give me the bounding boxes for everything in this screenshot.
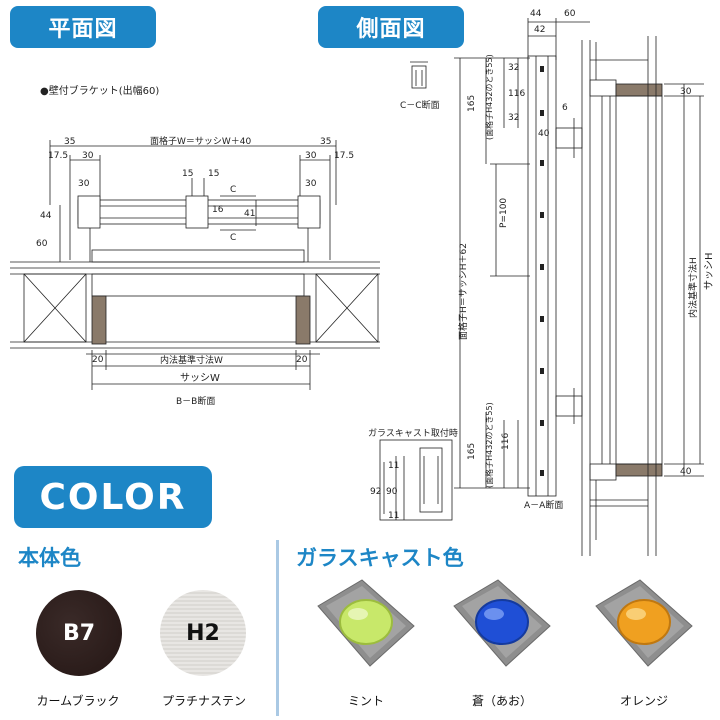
plan-sash-w: サッシW — [180, 372, 220, 384]
side-dim-60: 60 — [564, 9, 576, 19]
plan-dim-15-b: 15 — [208, 169, 219, 179]
side-dim-44: 44 — [530, 9, 542, 19]
plan-dim-16: 16 — [212, 205, 224, 215]
body-color-swatch-h2: H2 — [160, 590, 246, 676]
body-color-swatch-b7: B7 — [36, 590, 122, 676]
glass-cast-mint — [317, 579, 415, 667]
plan-section-cc: C－C断面 — [400, 99, 440, 111]
glass-dim-92: 92 — [370, 487, 381, 497]
side-pitch: P=100 — [499, 198, 509, 228]
section-divider — [276, 540, 279, 716]
plan-dim-20-left: 20 — [92, 355, 104, 365]
plan-dim-35-right: 35 — [320, 137, 331, 147]
glass-cast-orange — [595, 579, 693, 667]
plan-section-bb: B－B断面 — [176, 395, 215, 407]
bracket-note: ●壁付ブラケット(出幅60) — [40, 84, 159, 97]
side-dim-40-top: 40 — [538, 129, 550, 139]
plan-width-formula: 面格子W＝サッシW＋40 — [150, 135, 252, 147]
side-dim-165-bottom: 165 — [467, 443, 477, 460]
plan-dim-60: 60 — [36, 239, 48, 249]
side-dim-30-top: 30 — [680, 87, 692, 97]
body-color-name-b7: カームブラック — [36, 694, 120, 708]
side-note-h432-bottom: (面格子H432のとき55) — [484, 402, 494, 488]
side-dim-116-top: 116 — [508, 89, 525, 99]
plan-inner-dim: 内法基準寸法W — [160, 354, 223, 366]
plan-dim-44: 44 — [40, 211, 52, 221]
glass-cast-name-mint: ミント — [347, 694, 384, 708]
side-view-label: 側面図 — [318, 6, 464, 48]
plan-dim-30-right-b: 30 — [305, 179, 317, 189]
glass-cast-title: ガラスキャスト色 — [296, 546, 464, 570]
plan-dim-20-right: 20 — [296, 355, 308, 365]
plan-dim-17-left: 17.5 — [48, 151, 68, 161]
side-dim-32-mid: 32 — [508, 113, 519, 123]
glass-cast-name-blue: 蒼（あお） — [471, 694, 532, 708]
side-note-h432-top: (面格子H432のとき55) — [484, 54, 494, 140]
plan-dim-17-right: 17.5 — [334, 151, 354, 161]
side-dim-42: 42 — [534, 25, 545, 35]
glass-cast-blue — [453, 579, 551, 667]
side-dim-165-top: 165 — [467, 95, 477, 112]
side-dim-32-top: 32 — [508, 63, 519, 73]
plan-section-c-top: C — [230, 185, 236, 195]
side-inner-h: 内法基準寸法H — [687, 257, 699, 318]
technical-drawing: ●壁付ブラケット(出幅60) 面格子W＝サッシW＋40 35 35 17.5 1… — [10, 9, 715, 556]
body-color-title: 本体色 — [18, 546, 81, 570]
side-dim-116-bottom: 116 — [501, 433, 511, 450]
glass-dim-11-top: 11 — [388, 461, 399, 471]
plan-dim-15-a: 15 — [182, 169, 193, 179]
body-color-name-h2: プラチナステン — [161, 694, 246, 708]
side-grille-h: 面格子H＝サッシH＋62 — [457, 243, 469, 340]
plan-dim-41: 41 — [244, 209, 255, 219]
glass-cast-name-orange: オレンジ — [619, 694, 668, 708]
glass-dim-90: 90 — [386, 487, 398, 497]
side-section-aa: A－A断面 — [524, 499, 563, 511]
glass-dim-11-bottom: 11 — [388, 511, 399, 521]
plan-dim-30-left-a: 30 — [82, 151, 94, 161]
plan-view-label: 平面図 — [10, 6, 156, 48]
plan-dim-30-right-a: 30 — [305, 151, 317, 161]
plan-dim-35-left: 35 — [64, 137, 75, 147]
side-sash-h: サッシH — [703, 252, 715, 290]
color-heading: COLOR — [14, 466, 212, 528]
side-dim-6: 6 — [562, 103, 568, 113]
plan-dim-30-left-b: 30 — [78, 179, 90, 189]
glass-cast-note: ガラスキャスト取付時 — [368, 428, 458, 439]
plan-section-c-bottom: C — [230, 233, 236, 243]
side-dim-40-bottom: 40 — [680, 467, 692, 477]
